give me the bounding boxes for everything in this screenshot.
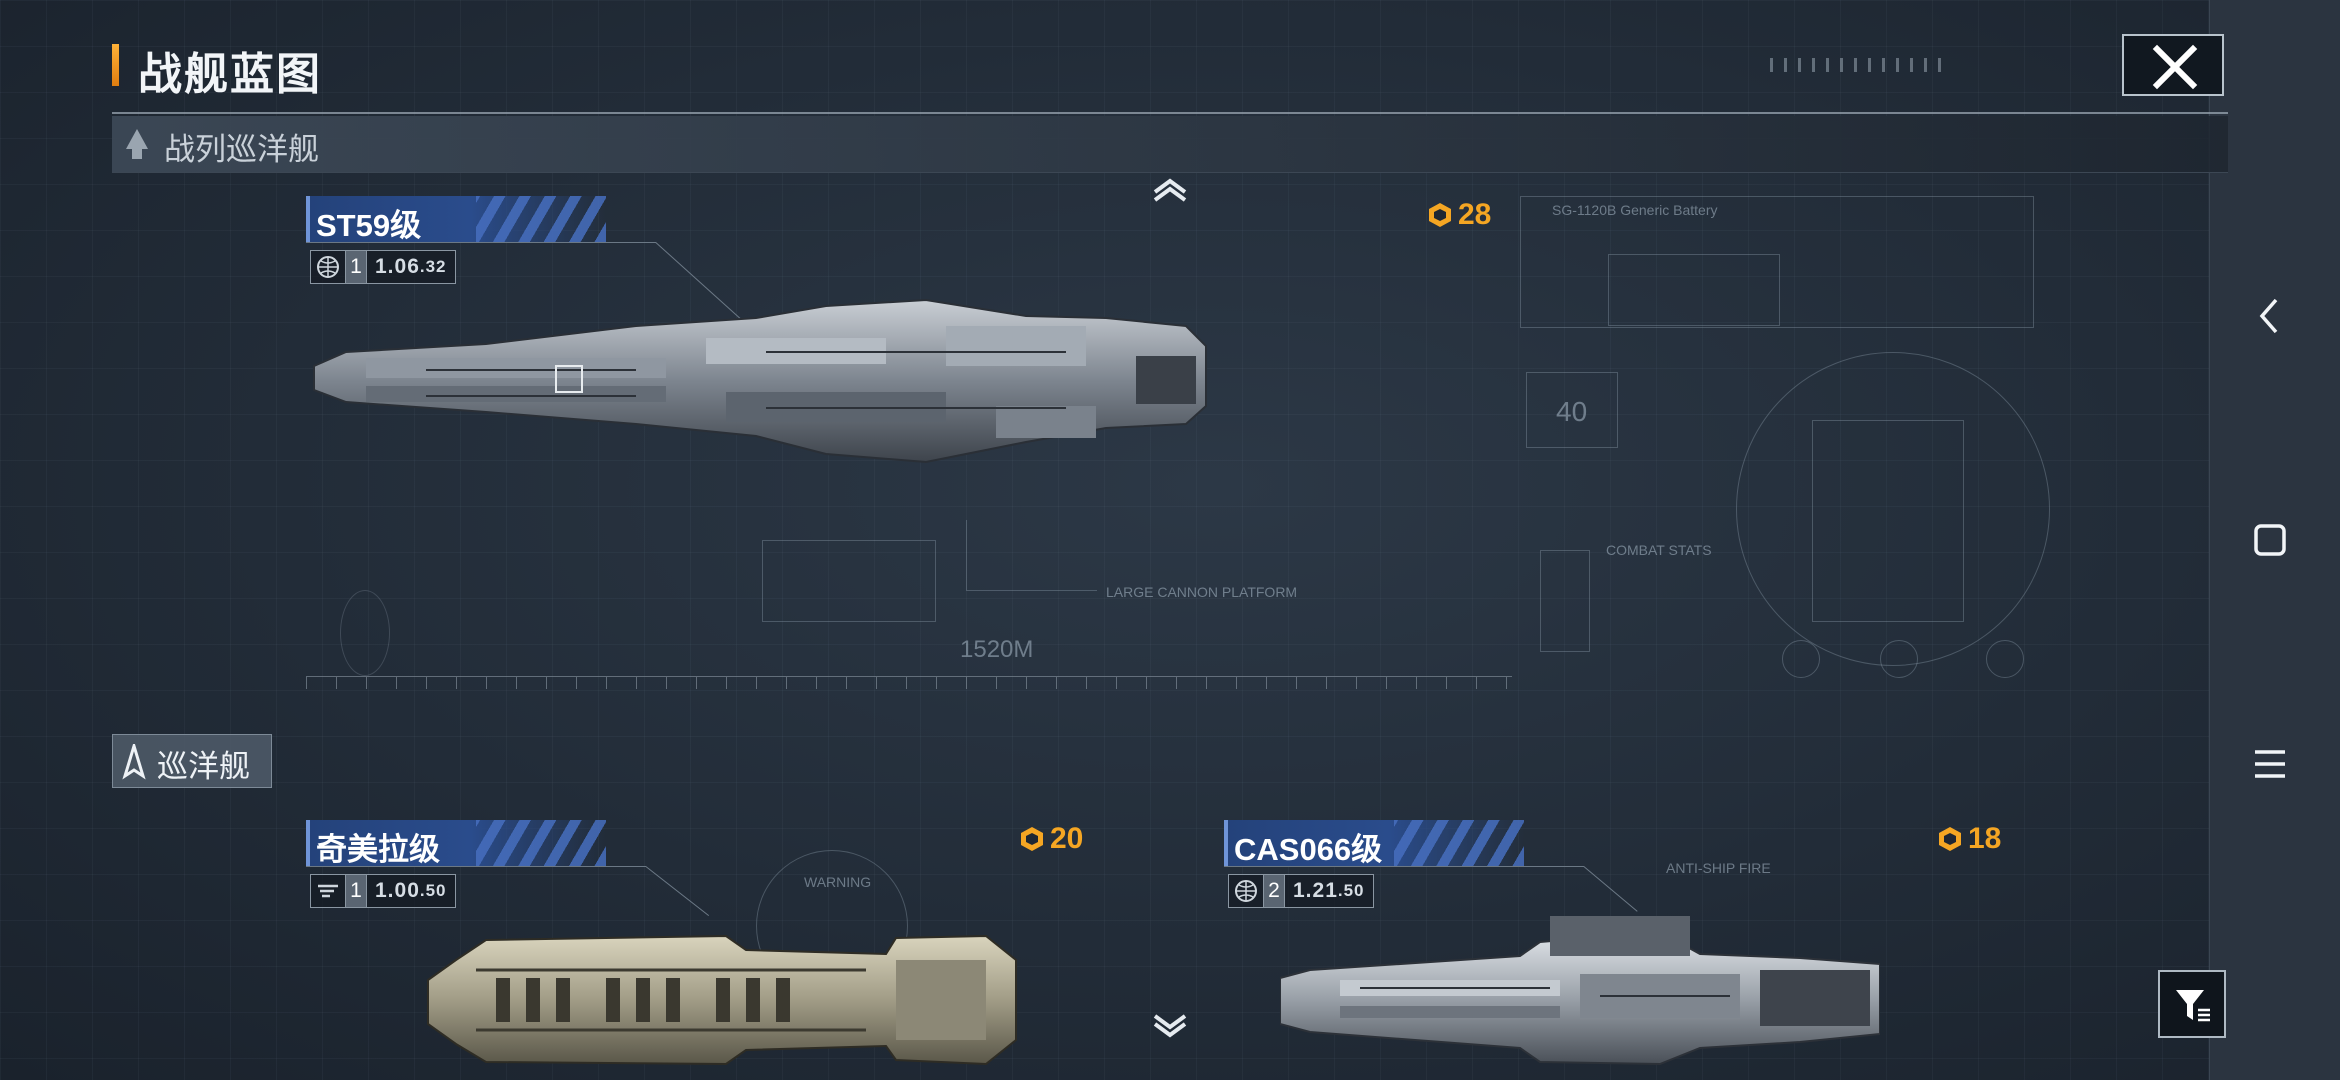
ship-spec: 1.21.50	[1285, 875, 1373, 907]
battery-label: SG-1120B Generic Battery	[1552, 202, 1718, 218]
cost-icon	[1939, 827, 1961, 851]
leader-line	[645, 866, 710, 917]
leader-line	[306, 242, 656, 243]
ship-spec: 1.00.50	[367, 875, 455, 907]
leader-line	[1583, 866, 1638, 912]
cost-icon	[1429, 203, 1451, 227]
spec-sub: .50	[1337, 881, 1365, 900]
ship-name-tag: 奇美拉级	[306, 820, 606, 867]
spec-main: 1.00	[375, 879, 420, 902]
cruiser-icon	[122, 744, 146, 780]
page-title: 战舰蓝图	[138, 50, 322, 99]
chevron-down-icon[interactable]	[1152, 1014, 1188, 1040]
back-chevron-icon[interactable]	[2252, 296, 2288, 336]
cost-value: 18	[1968, 822, 2002, 855]
ship-tier: 1	[346, 875, 367, 907]
leader-line	[1224, 866, 1584, 867]
ship-card-chimera[interactable]: 奇美拉级 1 1.00.50 20	[306, 820, 1086, 1080]
length-label: 1520M	[960, 636, 1034, 663]
close-button[interactable]	[2122, 34, 2224, 96]
cannon-label: LARGE CANNON PLATFORM	[1106, 584, 1298, 600]
spec-sub: .32	[419, 257, 447, 276]
faction-logo-icon	[311, 875, 346, 907]
ship-cost: 28	[1426, 198, 1491, 232]
leader-line	[306, 866, 646, 867]
home-square-icon[interactable]	[2252, 520, 2288, 560]
spec-main: 1.06	[375, 255, 420, 278]
cost-value: 20	[1050, 822, 1084, 855]
ship-tier: 1	[346, 251, 367, 283]
combat-stats-label: COMBAT STATS	[1606, 542, 1712, 558]
header-divider	[112, 112, 2228, 114]
spec-sub: .50	[419, 881, 447, 900]
ship-cost: 20	[1018, 822, 1083, 856]
section-label: 战列巡洋舰	[164, 132, 319, 167]
globe-icon	[311, 251, 346, 283]
ship-spec: 1.06.32	[367, 251, 455, 283]
filter-icon	[2176, 990, 2210, 1022]
ship-name: CAS066级	[1234, 832, 1383, 867]
section-label: 巡洋舰	[157, 749, 250, 784]
cost-icon	[1021, 827, 1043, 851]
ship-card-cas066[interactable]: CAS066级 2 1.21.50 18	[1224, 820, 2004, 1080]
schematic-number: 40	[1556, 396, 1588, 427]
ship-tier: 2	[1264, 875, 1285, 907]
system-nav-bar	[2209, 0, 2340, 1080]
ship-image-st59	[313, 298, 1207, 464]
ship-card-st59[interactable]: ST59级 1 1.06.32 28	[306, 196, 1516, 689]
close-icon	[2152, 44, 2198, 90]
chevron-up-icon[interactable]	[1152, 176, 1188, 202]
title-accent	[112, 44, 119, 86]
warning-label: WARNING	[804, 874, 872, 890]
length-ruler	[306, 676, 1512, 689]
globe-icon	[1229, 875, 1264, 907]
ship-stats: 1 1.00.50	[310, 874, 456, 908]
ship-cost: 18	[1936, 822, 2001, 856]
header-tick-decor	[1770, 58, 1950, 72]
ship-name: 奇美拉级	[316, 832, 440, 867]
ship-name-tag: CAS066级	[1224, 820, 1524, 867]
ship-image-chimera	[427, 934, 1017, 1066]
filter-button[interactable]	[2158, 970, 2226, 1038]
cost-value: 28	[1458, 198, 1492, 231]
spec-main: 1.21	[1293, 879, 1338, 902]
section-header-cruiser: 巡洋舰	[112, 734, 272, 788]
ship-image-cas066	[1280, 916, 1880, 1066]
ship-name: ST59级	[316, 208, 422, 243]
antiship-label: ANTI-SHIP FIRE	[1666, 860, 1771, 876]
battlecruiser-icon	[126, 129, 148, 159]
section-header-battlecruiser: 战列巡洋舰	[112, 116, 2228, 173]
ship-stats: 2 1.21.50	[1228, 874, 1374, 908]
menu-icon[interactable]	[2252, 744, 2288, 784]
ship-name-tag: ST59级	[306, 196, 606, 243]
ship-stats: 1 1.06.32	[310, 250, 456, 284]
